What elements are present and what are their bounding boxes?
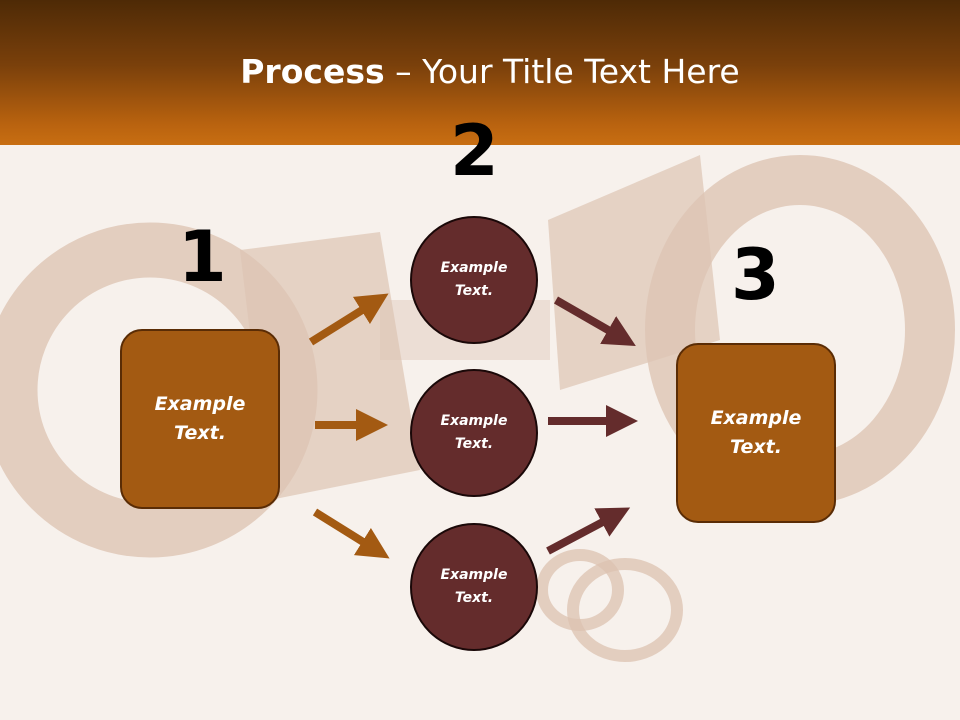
arrow-to-bottom-circle xyxy=(312,508,390,559)
middle-circle-text: Example Text. xyxy=(440,413,508,452)
top-circle: Example Text. xyxy=(410,216,538,344)
header-band xyxy=(0,0,960,145)
top-circle-text: Example Text. xyxy=(440,260,508,299)
step-number-2: 2 xyxy=(450,110,499,192)
right-box: Example Text. xyxy=(676,343,836,523)
arrow-to-top-circle xyxy=(308,293,389,346)
step-number-3: 3 xyxy=(731,234,780,316)
slide-title: Process – Your Title Text Here xyxy=(0,52,960,91)
middle-circle: Example Text. xyxy=(410,369,538,497)
right-box-text: Example Text. xyxy=(710,407,802,458)
step-number-1: 1 xyxy=(178,216,227,298)
arrow-from-top-circle xyxy=(554,296,636,346)
left-box: Example Text. xyxy=(120,329,280,509)
arrow-from-bottom-circle xyxy=(546,507,631,555)
bottom-circle: Example Text. xyxy=(410,523,538,651)
bottom-circle-text: Example Text. xyxy=(440,567,508,606)
title-rest: – Your Title Text Here xyxy=(384,52,740,91)
left-box-text: Example Text. xyxy=(154,393,246,444)
title-bold: Process xyxy=(240,52,385,91)
